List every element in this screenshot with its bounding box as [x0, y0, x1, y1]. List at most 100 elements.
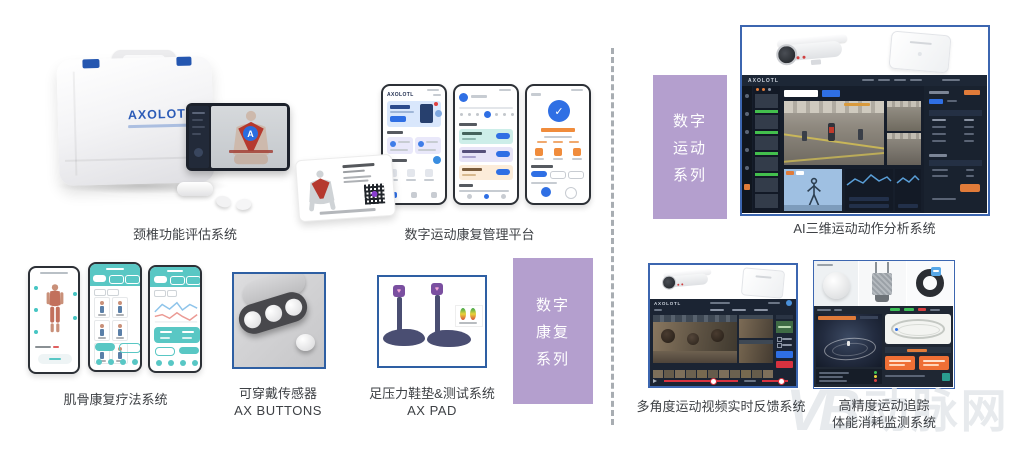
app-phone-schedule — [453, 84, 519, 205]
retry-circle-button — [565, 187, 577, 199]
ma-blue-button — [776, 351, 793, 358]
tr-orange-button-1 — [885, 356, 915, 370]
calendar-selected-day — [484, 111, 491, 118]
wristband-photo — [905, 261, 954, 306]
ma-filmstrip — [653, 365, 774, 378]
result-icon-2 — [554, 148, 562, 156]
teal-header-2 — [150, 267, 200, 287]
card-qr-code — [363, 183, 386, 205]
teal-phone-progress — [148, 265, 202, 373]
dash-chart-1 — [845, 169, 893, 211]
sensor-pod-case — [177, 182, 213, 196]
app-logo-badge: A — [243, 126, 258, 141]
musculo-label: 肌骨康复疗法系统 — [63, 392, 168, 407]
tr-products-strip — [814, 261, 954, 306]
task-card-2 — [459, 147, 513, 162]
panel-export-button — [960, 184, 980, 192]
dash-brand: AXOLOTL — [748, 78, 779, 84]
ai3d-label: AI三维运动动作分析系统 — [793, 221, 936, 236]
dash-sub-video-1 — [887, 101, 921, 131]
pod-left: ♥ — [393, 285, 405, 297]
teal-phone-anatomy — [28, 266, 80, 374]
ma-sub-video-2 — [739, 340, 773, 363]
dash-right-panel — [924, 86, 987, 213]
watermark-text: 动脉网 — [862, 385, 1010, 437]
dome-sensor-photo — [814, 261, 859, 306]
tab-3 — [125, 275, 140, 284]
watermark-logo: VB — [786, 378, 861, 443]
app-phone-home: AXOLOTL — [381, 84, 447, 205]
dash-main-video — [784, 101, 884, 165]
button-sensor-2 — [262, 302, 284, 324]
ai3d-dashboard: AXOLOTL — [742, 75, 987, 213]
dash-chart-2 — [895, 169, 921, 211]
dash-search-input — [784, 90, 818, 97]
ma-sub-video-1 — [739, 315, 773, 338]
confirm-circle-button — [541, 187, 551, 197]
tr-status-bar — [885, 347, 951, 353]
tr-metrics-chart — [816, 369, 882, 384]
ma-brand: AXOLOTL — [654, 301, 682, 306]
secondary-action-pill — [119, 343, 140, 353]
nav-tasks-icon — [411, 192, 417, 198]
tr-teal-chip — [942, 373, 950, 381]
result-icon-1 — [535, 148, 543, 156]
option-pill-active — [531, 171, 547, 177]
stem-left — [397, 297, 402, 333]
tablet-screen: A — [211, 106, 287, 168]
stick-figure — [807, 177, 821, 207]
avatar — [459, 93, 468, 102]
insole-right — [427, 330, 471, 347]
antenna-station-photo — [858, 261, 906, 306]
platform-label: 数字运动康复管理平台 — [404, 227, 535, 242]
section-divider — [611, 48, 614, 425]
dash-search-button — [822, 90, 840, 97]
ax-pad-model: AX PAD — [407, 403, 457, 418]
teal-phone-exercises — [88, 262, 142, 372]
case-brand-subtitle-bar — [128, 123, 195, 129]
button-sensor-1 — [241, 308, 263, 330]
tr-dashboard — [814, 306, 953, 387]
result-icon-3 — [573, 148, 581, 156]
ma-main-video — [653, 315, 737, 363]
earbud-sensor-1 — [214, 193, 233, 210]
app-brand: AXOLOTL — [387, 92, 414, 98]
pod-right: ♥ — [431, 283, 443, 295]
ax-buttons-photo — [232, 272, 326, 369]
completion-headline-bar — [541, 128, 575, 132]
panel-orange-button — [964, 90, 980, 95]
task-start-button-1 — [496, 133, 510, 139]
ai3d-products-strip — [742, 27, 987, 75]
dash-thumbnail-column — [753, 86, 780, 213]
tracking-label-1: 高精度运动追踪 — [838, 398, 930, 413]
wristband-sensor-module — [930, 267, 941, 276]
ax-buttons-label: 可穿戴传感器 — [238, 386, 317, 401]
card-anatomy-graphic — [309, 170, 336, 212]
multiangle-system-image: AXOLOTL — [648, 263, 798, 388]
router-device — [888, 30, 952, 74]
home-grid-icon-2 — [407, 169, 415, 177]
ma-avatar — [786, 300, 792, 306]
assessment-tablet: A — [186, 103, 290, 171]
ma-side-panel — [776, 315, 793, 379]
ma-red-button — [776, 361, 793, 368]
primary-action-pill — [95, 343, 115, 351]
cloud-sync-icon — [433, 156, 441, 164]
ma-router — [740, 267, 786, 299]
cervical-label: 颈椎功能评估系统 — [132, 227, 237, 242]
earbud-sensor-2 — [235, 197, 252, 212]
tab-2 — [109, 275, 124, 284]
progress-chart — [154, 301, 198, 323]
button-sensor-3 — [283, 296, 305, 318]
tab-active — [93, 275, 106, 282]
ma-progress-handle — [710, 378, 717, 385]
ma-track-preview — [776, 321, 793, 333]
skeleton-tracking-panel — [784, 169, 842, 211]
ma-bullet-camera — [657, 268, 717, 294]
home-card-2 — [415, 137, 441, 154]
stem-right — [435, 295, 440, 333]
tr-athlete-dot — [895, 328, 898, 331]
ax-buttons-model: AX BUTTONS — [234, 403, 322, 418]
video-timestamp — [844, 103, 870, 106]
tr-orange-button-2 — [919, 356, 949, 370]
